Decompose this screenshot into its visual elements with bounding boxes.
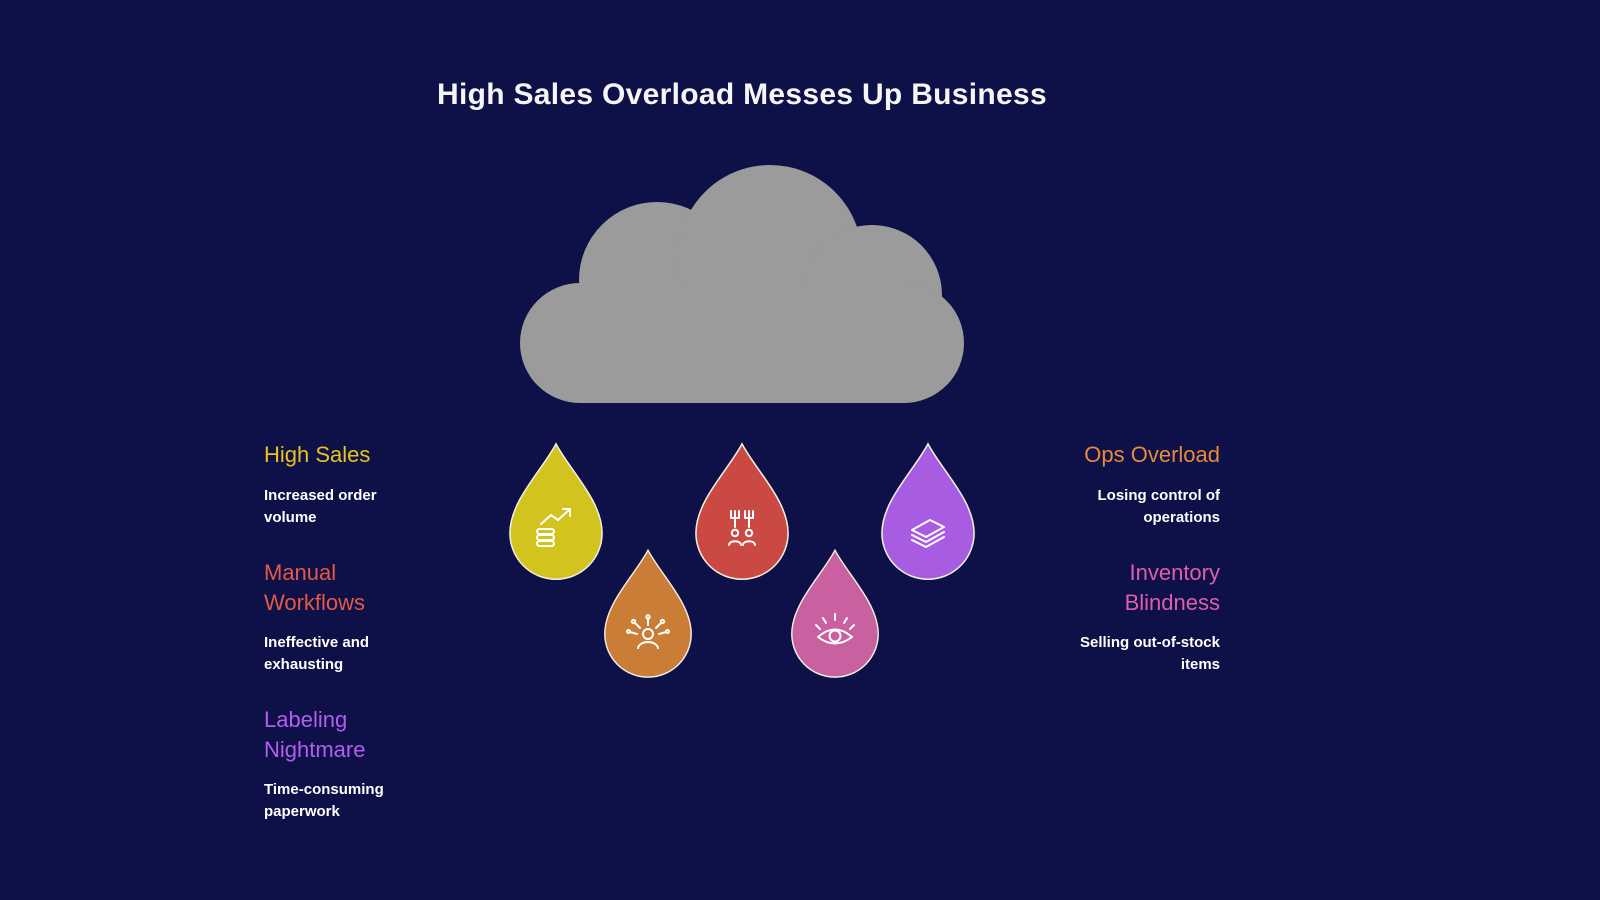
raindrop-shape [695,442,789,581]
drop-inventory-blindness [790,544,880,686]
desc-labeling-nightmare: Time-consuming paperwork [264,781,384,820]
manual-workflow-icon [728,510,756,546]
desc-high-sales: Increased order volume [264,487,377,526]
cloud-graphic [512,165,972,415]
page-title: High Sales Overload Messes Up Business [437,78,1047,111]
raindrop-shape [604,548,692,678]
eye-lightbulb-icon [815,613,855,645]
desc-manual-workflows: Ineffective and exhausting [264,634,370,673]
drop-high-sales [508,438,604,588]
overwhelmed-person-icon [626,614,670,649]
desc-inventory-blindness: Selling out-of-stock items [1080,634,1220,673]
sales-growth-icon [536,508,571,547]
label-inventory-blindness: Inventory Blindness [1124,560,1220,615]
label-ops-overload: Ops Overload [1084,442,1220,467]
drop-manual-workflows [694,438,790,588]
desc-ops-overload: Losing control of operations [1097,487,1220,526]
label-manual-workflows: Manual Workflows [264,560,366,615]
drop-ops-overload [880,438,976,588]
drop-labeling-nightmare [603,544,693,686]
label-high-sales: High Sales [264,442,371,467]
stacked-labels-icon [911,519,945,548]
raindrop-shape [509,442,603,581]
cloud-icon [520,165,964,403]
label-labeling-nightmare: Labeling Nightmare [264,707,366,762]
raindrop-shape [881,442,975,581]
